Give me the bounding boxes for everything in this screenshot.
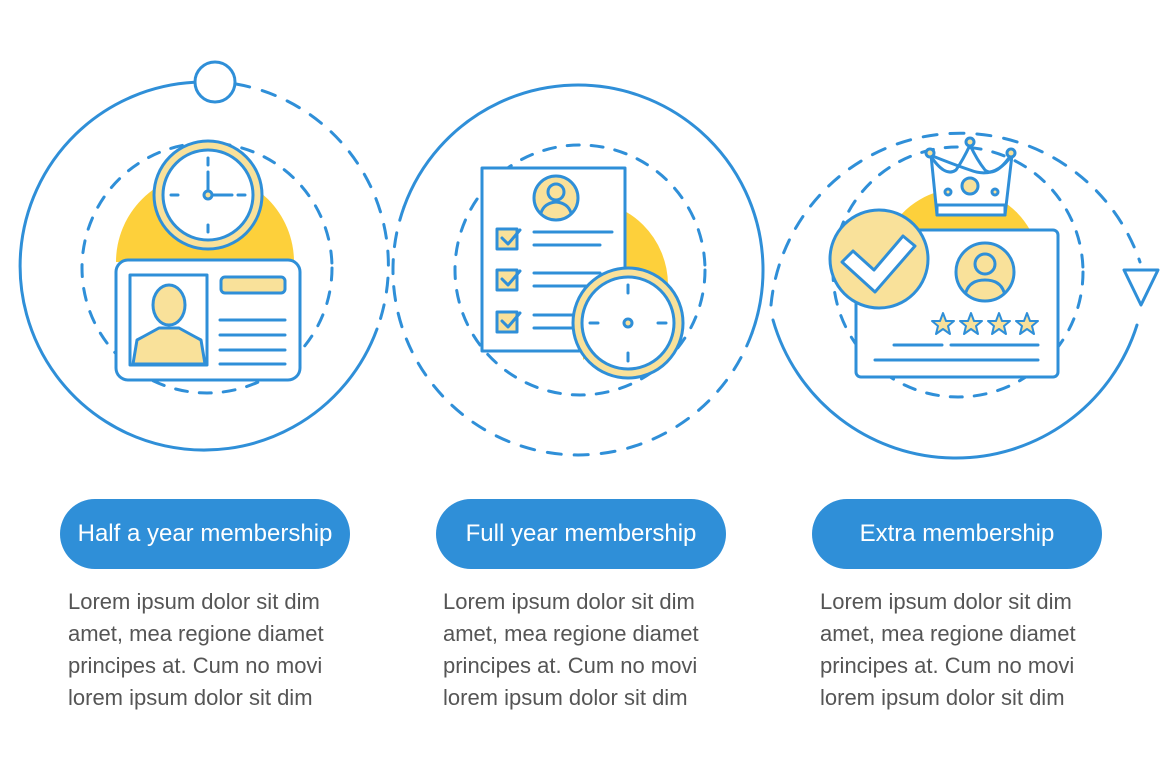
step-3-title: Extra membership [812,499,1102,569]
description-line: lorem ipsum dolor sit dim [68,685,313,710]
premium-card-crown-icon [828,136,1060,379]
description-line: Lorem ipsum dolor sit dim [68,589,320,614]
step-2-ring [391,83,765,457]
description-line: Lorem ipsum dolor sit dim [443,589,695,614]
description-line: amet, mea regione diamet [68,621,324,646]
step-2-description: Lorem ipsum dolor sit dim amet, mea regi… [443,586,763,714]
step-2-title: Full year membership [436,499,726,569]
description-line: amet, mea regione diamet [820,621,1076,646]
id-card-clock-icon [114,139,302,382]
arrow-down-icon [1122,268,1160,307]
step-3-description: Lorem ipsum dolor sit dim amet, mea regi… [820,586,1140,714]
step-1-description: Lorem ipsum dolor sit dim amet, mea regi… [68,586,388,714]
description-line: principes at. Cum no movi [443,653,698,678]
step-1-title: Half a year membership [60,499,350,569]
checklist-clock-icon [480,166,685,380]
description-line: lorem ipsum dolor sit dim [820,685,1065,710]
description-line: amet, mea regione diamet [443,621,699,646]
description-line: lorem ipsum dolor sit dim [443,685,688,710]
description-line: Lorem ipsum dolor sit dim [820,589,1072,614]
start-marker-icon [193,60,237,104]
description-line: principes at. Cum no movi [820,653,1075,678]
description-line: principes at. Cum no movi [68,653,323,678]
